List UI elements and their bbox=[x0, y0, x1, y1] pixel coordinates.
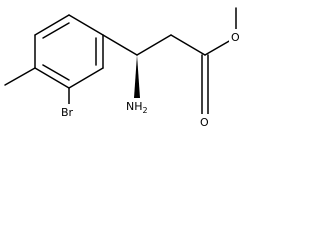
ring-double-bond-top bbox=[42, 22, 70, 39]
molecule-structure: Br NH2 O O bbox=[4, 7, 243, 129]
ester-oxygen-label: O bbox=[231, 31, 240, 44]
amine-subscript: 2 bbox=[143, 106, 148, 115]
ester-oxygen-label-bg bbox=[229, 29, 243, 44]
bromine-label-bg bbox=[60, 104, 80, 119]
methyl-bond bbox=[4, 67, 36, 86]
carbonyl-oxygen-label: O bbox=[200, 116, 209, 129]
ring-bond-bottom-left bbox=[34, 67, 70, 89]
stereo-wedge-bond bbox=[134, 55, 140, 98]
benzene-ring bbox=[34, 14, 104, 89]
ring-double-bond-bottom bbox=[42, 64, 70, 81]
amine-text: NH bbox=[126, 100, 143, 113]
ester-c-o-bond bbox=[204, 39, 232, 56]
ring-bond-top-left bbox=[34, 14, 70, 36]
ch2-to-carbonyl-bond bbox=[170, 34, 206, 56]
ring-bond-top-right bbox=[68, 14, 104, 36]
bromine-label: Br bbox=[61, 106, 74, 119]
amine-label-bg bbox=[124, 98, 150, 116]
carbonyl-oxygen-label-bg bbox=[198, 114, 212, 129]
amine-label: NH2 bbox=[126, 100, 148, 115]
ring-to-stereocenter-bond bbox=[102, 34, 138, 56]
stereocenter-to-ch2-bond bbox=[136, 34, 172, 56]
ring-bond-bottom-right bbox=[68, 67, 104, 89]
